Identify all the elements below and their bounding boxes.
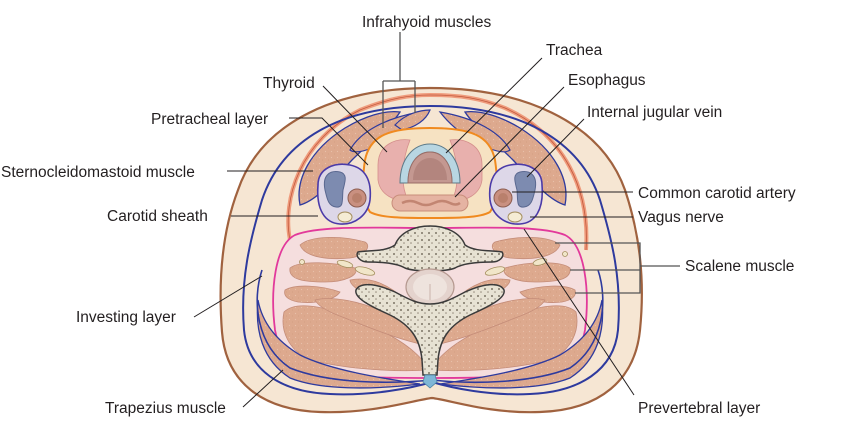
label-vagus-nerve: Vagus nerve [638,209,724,226]
label-scalene-muscle: Scalene muscle [685,258,794,275]
vessel-small-right [562,251,568,257]
label-thyroid: Thyroid [263,75,315,92]
label-pretracheal-layer: Pretracheal layer [151,111,268,128]
label-prevertebral-layer: Prevertebral layer [638,400,760,417]
label-internal-jugular-vein: Internal jugular vein [587,104,722,121]
nerve-root-left-1 [354,266,376,276]
trapezius-right [439,299,604,389]
trapezius-left [256,299,421,389]
trachea-lumen-inner [413,158,447,180]
nerve-root-left-2 [336,260,354,268]
nerve-root-right-1 [484,266,506,276]
infrahyoid-bracket [382,32,416,128]
label-trapezius-muscle: Trapezius muscle [105,400,226,417]
scalene-bracket [555,242,680,294]
vagus-nerve-right [507,211,523,223]
vertebral-body-transverse [356,225,504,272]
label-common-carotid-artery: Common carotid artery [638,185,796,202]
trachea-leader [445,57,543,154]
internal-jugular-vein-right [514,171,537,208]
internal-jugular-vein-leader [526,118,585,178]
investing-layer-inner-right [431,269,604,384]
label-trachea: Trachea [546,42,603,59]
vagus-nerve-left [337,211,353,223]
infrahyoid-muscle-left-2 [394,109,431,131]
thyroid-leader [322,85,388,153]
esophagus [391,194,469,212]
nuchal-ligament [422,374,438,389]
label-sternocleidomastoid-muscle: Sternocleidomastoid muscle [1,164,195,181]
carotid-sheath-right [488,163,544,225]
internal-jugular-vein-left [323,171,346,208]
prevertebral-layer-leader [523,228,635,396]
vertebral-lamina-spinous-process [355,283,505,376]
carotid-sheath-left [316,163,372,225]
vessel-small-left [299,259,305,265]
label-esophagus: Esophagus [568,72,646,89]
label-carotid-sheath: Carotid sheath [107,208,208,225]
esophagus-leader [454,86,565,198]
esophagus-lumen [401,199,461,207]
label-infrahyoid-muscles: Infrahyoid muscles [362,14,491,31]
trapezius-leader [242,369,284,408]
pretracheal-leader [289,117,369,166]
platysma-right-edge [429,94,587,251]
label-investing-layer: Investing layer [76,309,176,326]
investing-layer-leader [193,275,263,318]
investing-layer-inner-left [256,269,433,384]
deep-back-muscles-left [282,237,429,372]
nerve-root-right-2 [532,258,548,266]
